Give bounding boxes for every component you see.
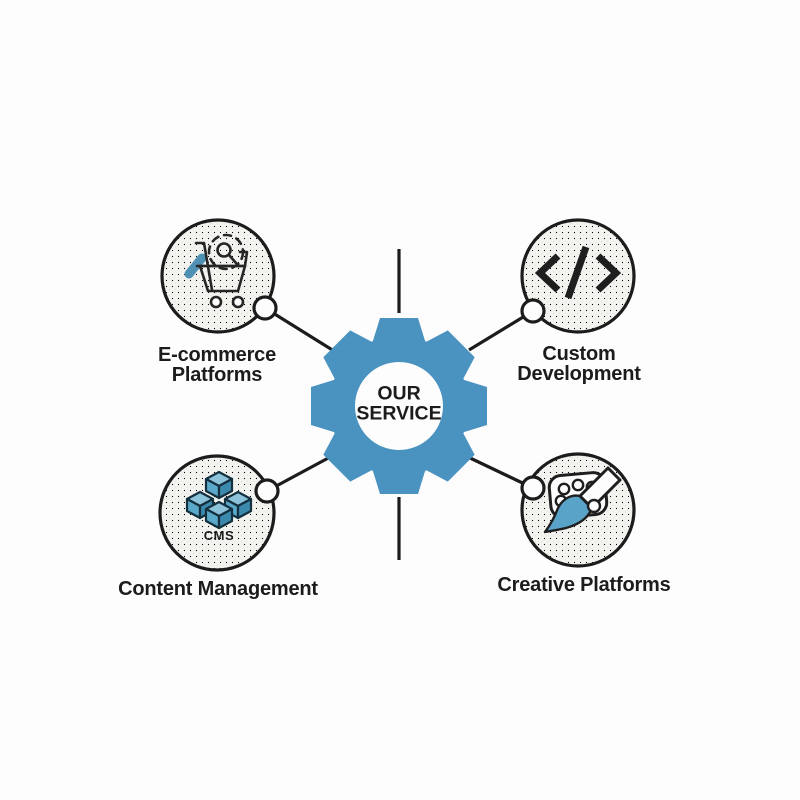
palette-brush-icon (543, 466, 622, 534)
connector-dot-top-right (520, 298, 546, 324)
connector-line-top-left (264, 306, 335, 353)
node-label-creative-platforms: Creative Platforms (497, 574, 671, 596)
code-brackets-icon (534, 245, 622, 300)
connector-dot-top-left (252, 295, 278, 321)
brush-ferrule (586, 498, 602, 514)
connector-dot-bottom-right (520, 475, 546, 501)
node-circle-ecommerce (160, 218, 276, 334)
gear-hub (355, 362, 443, 450)
connector-dot-bottom-left (254, 478, 280, 504)
gear-icon (311, 318, 487, 494)
cube-back (204, 470, 234, 500)
cube-front (204, 500, 234, 530)
cms-cubes-icon (185, 470, 253, 530)
brush-bristles (543, 494, 594, 534)
node-label-custom-development: Custom Development (517, 343, 641, 385)
node-label-ecommerce: E-commerce Platforms (157, 344, 277, 386)
node-label-content-management: Content Management (118, 578, 318, 600)
shopping-cart-search-icon (184, 233, 249, 309)
center-title: OUR SERVICE (356, 382, 442, 424)
cms-badge: CMS (203, 528, 235, 543)
